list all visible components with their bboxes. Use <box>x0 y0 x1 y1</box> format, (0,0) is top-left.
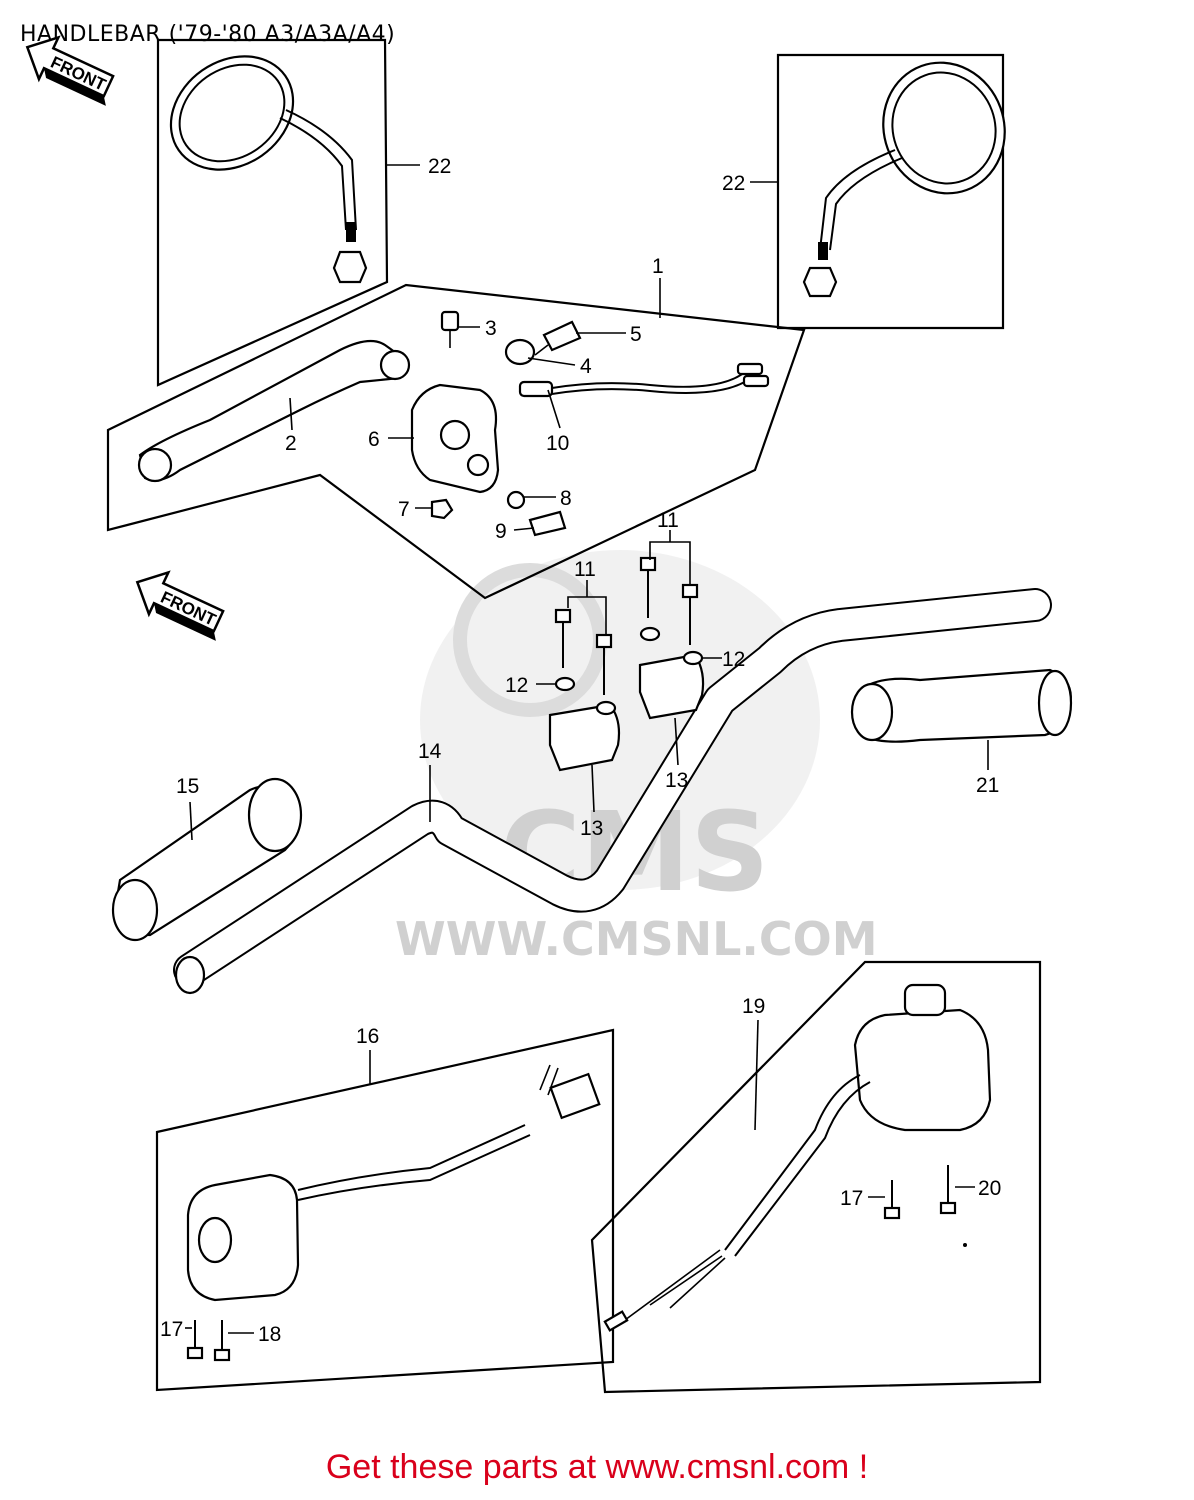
callout-11-left: 11 <box>574 558 596 581</box>
callout-18: 18 <box>258 1323 281 1346</box>
footer-cta: Get these parts at www.cmsnl.com ! <box>325 1448 869 1486</box>
left-switch-frame <box>155 1028 615 1392</box>
callout-21: 21 <box>976 774 999 797</box>
right-mirror <box>802 61 1006 298</box>
callout-22-right: 22 <box>722 172 745 195</box>
left-switch-housing <box>186 1064 601 1362</box>
cmsnl-watermark: CMS WWW.CMSNL.COM <box>395 550 878 966</box>
front-arrow-top: FRONT <box>25 35 115 106</box>
right-mirror-frame <box>776 53 1005 330</box>
lever-assembly-frame <box>106 283 806 600</box>
small-parts-lever <box>430 310 770 537</box>
callout-22-left: 22 <box>428 155 451 178</box>
callout-16: 16 <box>356 1025 379 1048</box>
callout-14: 14 <box>418 740 442 763</box>
callout-19: 19 <box>742 995 765 1018</box>
watermark-url: WWW.CMSNL.COM <box>395 912 878 966</box>
callout-20: 20 <box>978 1177 1001 1200</box>
callout-12-left: 12 <box>505 674 528 697</box>
callout-13-left: 13 <box>580 817 603 840</box>
left-mirror <box>169 55 368 284</box>
callout-15: 15 <box>176 775 199 798</box>
callout-17-left: 17 <box>160 1318 183 1341</box>
callout-5: 5 <box>630 323 642 346</box>
callout-6: 6 <box>368 428 380 451</box>
callout-17-right: 17 <box>840 1187 863 1210</box>
callout-1: 1 <box>652 255 664 278</box>
callout-10: 10 <box>546 432 569 455</box>
page-title: HANDLEBAR ('79-'80 A3/A3A/A4) <box>20 22 396 47</box>
right-switch-housing <box>603 983 992 1332</box>
lever-holder <box>410 383 500 494</box>
handlebar <box>173 588 1052 995</box>
front-arrow-mid: FRONT <box>135 570 225 641</box>
callout-3: 3 <box>485 317 497 340</box>
right-grip <box>850 668 1073 743</box>
callouts: 22 22 1 3 5 4 2 6 10 7 8 9 11 11 12 12 1… <box>160 155 1001 1346</box>
left-grip <box>111 777 303 942</box>
callout-12-right: 12 <box>722 648 745 671</box>
callout-11-right: 11 <box>657 509 679 532</box>
callout-8: 8 <box>560 487 572 510</box>
callout-7: 7 <box>398 498 410 521</box>
left-mirror-frame <box>156 38 389 387</box>
clutch-lever <box>137 339 411 483</box>
right-switch-frame <box>590 960 1042 1394</box>
callout-4: 4 <box>580 355 592 378</box>
callout-2: 2 <box>285 432 297 455</box>
callout-13-right: 13 <box>665 769 688 792</box>
handlebar-clamps <box>548 556 705 772</box>
leader-lines <box>185 164 989 1334</box>
callout-9: 9 <box>495 520 507 543</box>
